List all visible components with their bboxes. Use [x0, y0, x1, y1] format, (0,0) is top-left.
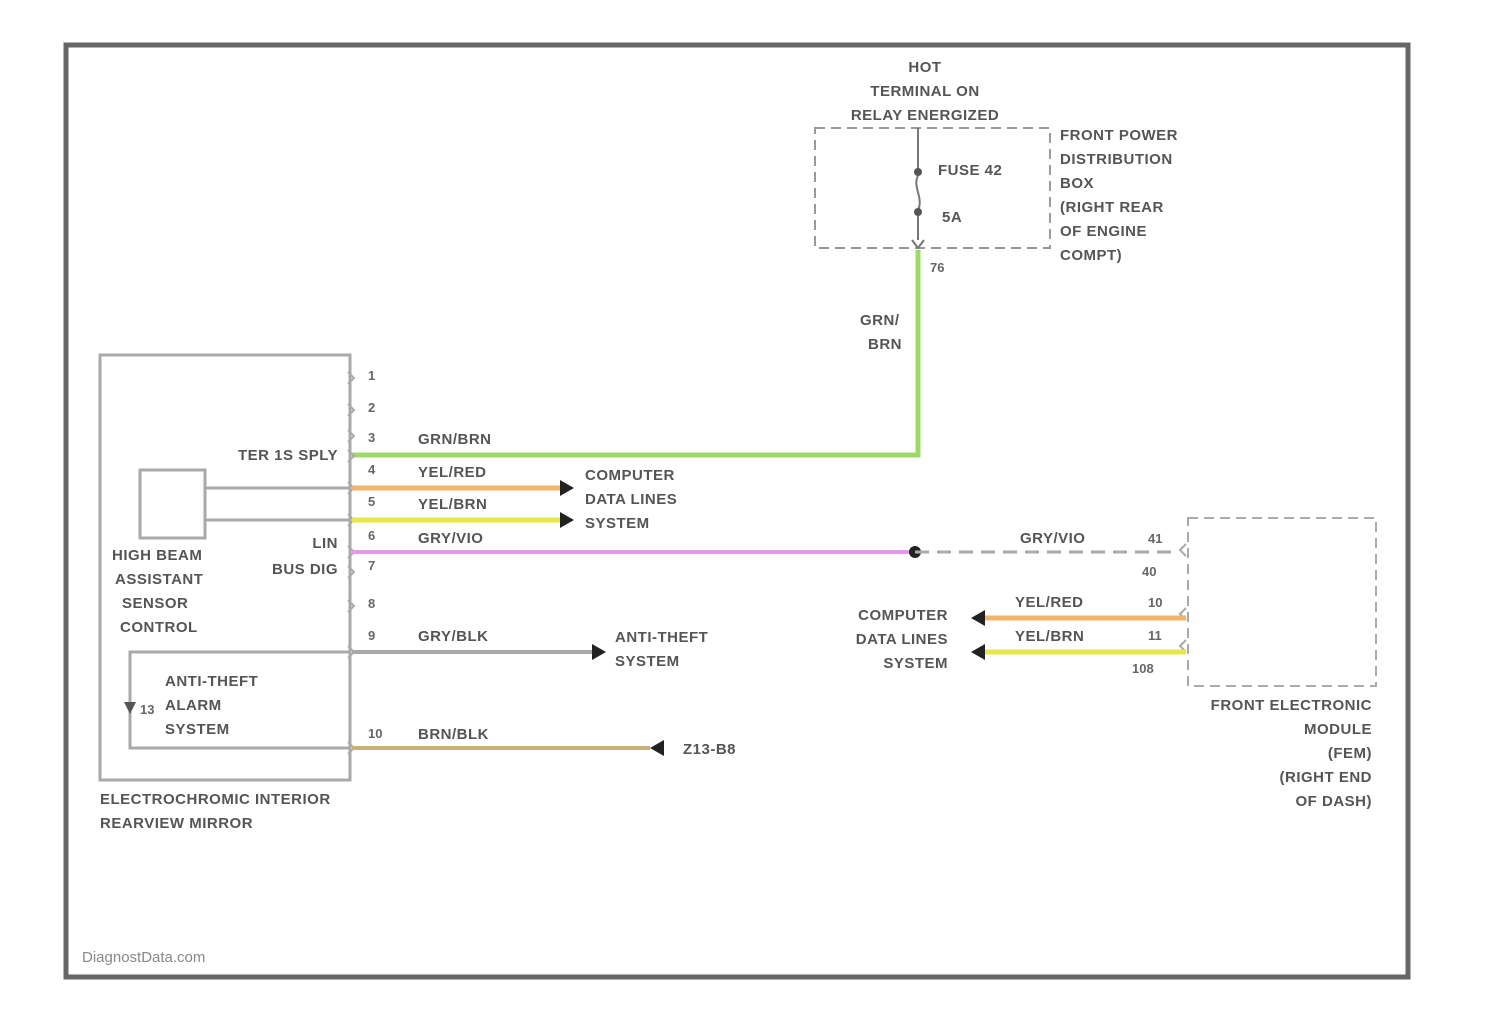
wire-label-yel-brn-left: YEL/BRN [418, 496, 487, 513]
wire-grn-brn [352, 250, 918, 455]
fem-name-line-2: MODULE [1304, 721, 1372, 738]
mirror-pin-9: 9 [368, 628, 375, 643]
mirror-pin-4: 4 [368, 462, 376, 477]
bus-dig-label: BUS DIG [272, 561, 338, 578]
cdl-right-line-1: COMPUTER [858, 607, 948, 624]
fpdb-line-2: DISTRIBUTION [1060, 151, 1173, 168]
high-beam-sensor-box [140, 470, 205, 538]
alarm-line-1: ANTI-THEFT [165, 673, 258, 690]
mirror-pin-8: 8 [368, 596, 375, 611]
arrow-yel-brn-left-icon [560, 512, 574, 528]
wire-label-brn-blk: BRN/BLK [418, 726, 489, 743]
mirror-pin-5: 5 [368, 494, 375, 509]
arrow-yel-red-left-icon [560, 480, 574, 496]
front-electronic-module-box [1188, 518, 1376, 686]
hot-label: HOT TERMINAL ON RELAY ENERGIZED [851, 59, 999, 124]
fem-pin-10: 10 [1148, 595, 1162, 610]
arrow-gry-blk-icon [592, 644, 606, 660]
cdl-left-line-2: DATA LINES [585, 491, 677, 508]
computer-data-lines-right: COMPUTER DATA LINES SYSTEM [856, 607, 948, 672]
computer-data-lines-left: COMPUTER DATA LINES SYSTEM [585, 467, 677, 532]
fem-pin-108: 108 [1132, 661, 1154, 676]
arrow-yel-brn-right-icon [971, 644, 985, 660]
sensor-line-1: HIGH BEAM [112, 547, 202, 564]
front-power-distribution-box [815, 128, 1050, 248]
fpdb-line-4: (RIGHT REAR [1060, 199, 1164, 216]
mirror-name-line-1: ELECTROCHROMIC INTERIOR [100, 791, 331, 808]
fem-name-line-3: (FEM) [1328, 745, 1372, 762]
fpdb-line-5: OF ENGINE [1060, 223, 1147, 240]
ground-label: Z13-B8 [683, 741, 736, 758]
sensor-label: HIGH BEAM ASSISTANT SENSOR CONTROL [112, 547, 203, 636]
hot-line-2: TERMINAL ON [870, 83, 979, 100]
fem-pin-41: 41 [1148, 531, 1162, 546]
wire-label-gry-blk: GRY/BLK [418, 628, 488, 645]
anti-theft-system-label: ANTI-THEFT SYSTEM [615, 629, 708, 670]
fem-name-line-1: FRONT ELECTRONIC [1211, 697, 1372, 714]
fem-name-line-4: (RIGHT END [1280, 769, 1373, 786]
alarm-label: ANTI-THEFT ALARM SYSTEM [165, 673, 258, 738]
ground-arrow-icon [650, 740, 664, 756]
fpdb-line-1: FRONT POWER [1060, 127, 1178, 144]
wire-label-gry-vio-left: GRY/VIO [418, 530, 483, 547]
fuse-pin: 76 [930, 260, 944, 275]
alarm-arrow-icon [124, 702, 136, 714]
wire-label-grn-brn: GRN/BRN [418, 431, 492, 448]
arrow-yel-red-right-icon [971, 610, 985, 626]
cdl-left-line-3: SYSTEM [585, 515, 650, 532]
mirror-pin-10: 10 [368, 726, 382, 741]
fuse-rating: 5A [942, 209, 962, 226]
fem-name: FRONT ELECTRONIC MODULE (FEM) (RIGHT END… [1211, 697, 1372, 810]
fem-pin-40: 40 [1142, 564, 1156, 579]
front-power-box-label: FRONT POWER DISTRIBUTION BOX (RIGHT REAR… [1060, 127, 1178, 264]
fem-connector [1180, 544, 1186, 652]
mirror-name-line-2: REARVIEW MIRROR [100, 815, 253, 832]
mirror-pin-numbers: 1 2 3 4 5 6 7 8 9 10 [368, 368, 382, 741]
alarm-line-2: ALARM [165, 697, 222, 714]
alarm-pin: 13 [140, 702, 154, 717]
mirror-pin-7: 7 [368, 558, 375, 573]
cdl-right-line-2: DATA LINES [856, 631, 948, 648]
fuse-42-symbol [912, 128, 924, 248]
fpdb-line-3: BOX [1060, 175, 1094, 192]
lin-label: LIN [312, 535, 338, 552]
wire-label-grn-brn-vertical-2: BRN [868, 336, 902, 353]
sensor-line-3: SENSOR [122, 595, 188, 612]
mirror-pin-6: 6 [368, 528, 375, 543]
fem-pin-11: 11 [1148, 628, 1162, 643]
hot-line-1: HOT [908, 59, 941, 76]
wire-label-yel-red-right: YEL/RED [1015, 594, 1084, 611]
wire-label-gry-vio-right: GRY/VIO [1020, 530, 1085, 547]
mirror-name: ELECTROCHROMIC INTERIOR REARVIEW MIRROR [100, 791, 331, 832]
cdl-left-line-1: COMPUTER [585, 467, 675, 484]
mirror-pin-1: 1 [368, 368, 375, 383]
diagram-frame [66, 45, 1408, 977]
fuse-name: FUSE 42 [938, 162, 1002, 179]
alarm-line-3: SYSTEM [165, 721, 230, 738]
ats-line-2: SYSTEM [615, 653, 680, 670]
mirror-pin-2: 2 [368, 400, 375, 415]
fpdb-line-6: COMPT) [1060, 247, 1122, 264]
sensor-line-4: CONTROL [120, 619, 198, 636]
cdl-right-line-3: SYSTEM [883, 655, 948, 672]
mirror-pin-3: 3 [368, 430, 375, 445]
watermark: DiagnostData.com [82, 949, 205, 966]
fem-name-line-5: OF DASH) [1296, 793, 1373, 810]
wire-label-yel-red-left: YEL/RED [418, 464, 487, 481]
hot-line-3: RELAY ENERGIZED [851, 107, 999, 124]
sensor-line-2: ASSISTANT [115, 571, 203, 588]
wire-label-yel-brn-right: YEL/BRN [1015, 628, 1084, 645]
ats-line-1: ANTI-THEFT [615, 629, 708, 646]
wire-label-grn-brn-vertical-1: GRN/ [860, 312, 900, 329]
anti-theft-alarm-loop [130, 652, 350, 748]
ter-supply-label: TER 1S SPLY [238, 447, 338, 464]
